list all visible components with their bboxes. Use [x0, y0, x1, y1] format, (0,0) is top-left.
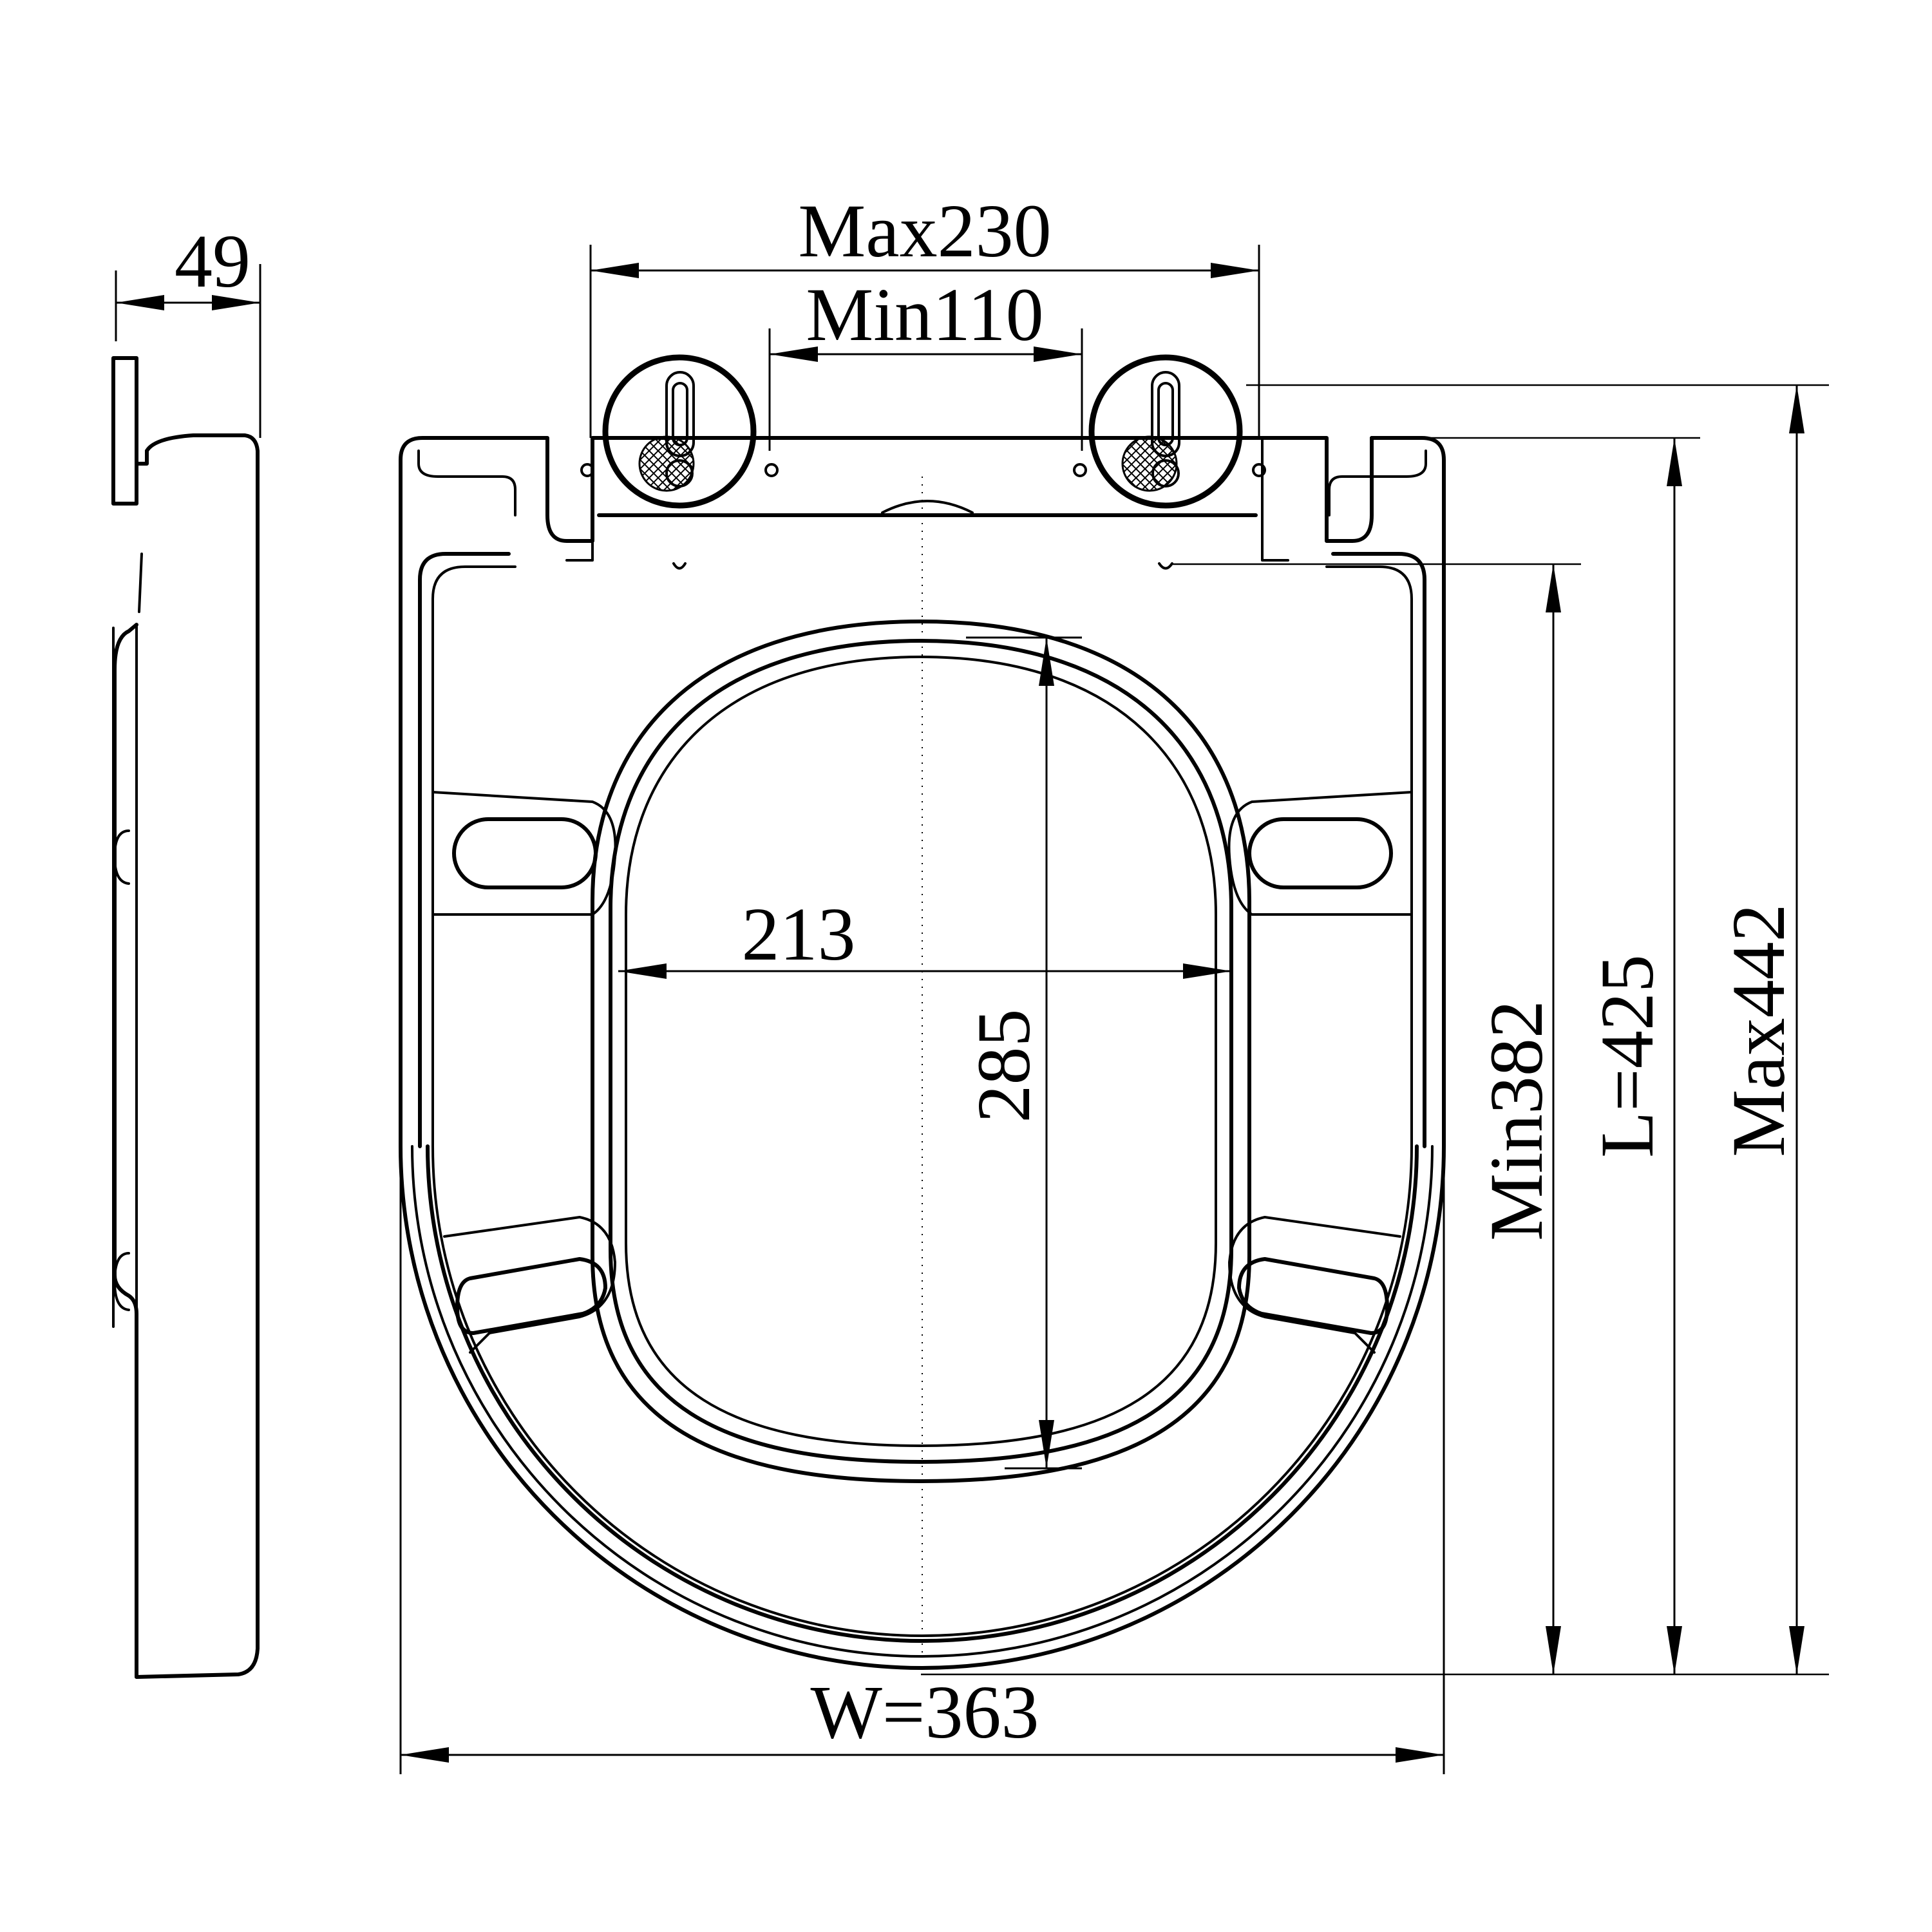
side-view: [111, 356, 260, 1679]
dimension-length-max: Max442: [1716, 385, 1804, 1674]
dimension-width: W=363: [399, 1159, 1445, 1774]
seat-outline: [399, 436, 1446, 1670]
dimension-label-opening-width: 213: [742, 892, 856, 976]
dimension-label-length-max: Max442: [1716, 904, 1801, 1157]
dimension-label-length-min: Min382: [1474, 1000, 1558, 1241]
dimension-hinge-max: Max230: [589, 189, 1260, 438]
dimension-label-hinge-max: Max230: [798, 189, 1051, 273]
dimension-label-opening-length: 285: [961, 1009, 1046, 1123]
dimension-label-length: L=425: [1585, 954, 1669, 1158]
dimension-hinge-min: Min110: [768, 272, 1083, 451]
dimension-length-min: Min382: [1474, 564, 1561, 1674]
bumper-pads: [431, 791, 1413, 1354]
seat-opening: [591, 477, 1251, 1655]
dimension-opening-width: 213: [618, 892, 1231, 979]
hinge-left: [580, 354, 779, 570]
dimension-label-side-thickness: 49: [175, 219, 251, 303]
dimension-extension-lines: [921, 384, 1829, 1676]
dimension-length: L=425: [1585, 438, 1682, 1674]
dimension-label-hinge-min: Min110: [806, 272, 1043, 357]
dimension-opening-length: 285: [961, 636, 1082, 1470]
dimension-side-thickness: 49: [115, 219, 261, 438]
dimension-label-width: W=363: [811, 1670, 1039, 1754]
hinge-right: [1073, 354, 1266, 570]
